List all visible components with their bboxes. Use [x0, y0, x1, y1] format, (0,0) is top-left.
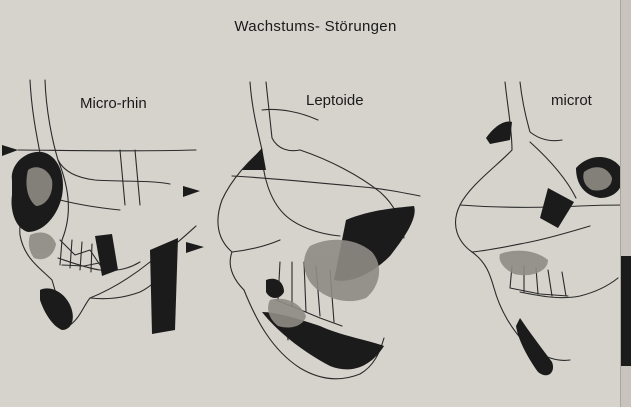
skull-outline-microt	[456, 82, 625, 360]
marker-leptoide-lip	[266, 279, 284, 298]
marker-micro-rhin-ramus	[150, 238, 178, 334]
marker-microt-nasal	[540, 188, 574, 228]
arrow-micro-rhin-3	[186, 242, 204, 253]
tone-micro-rhin-maxilla	[29, 232, 56, 259]
tone-microt-palate	[500, 251, 548, 276]
marker-micro-rhin-mandible	[40, 288, 73, 330]
page-edge-mark	[621, 256, 631, 366]
arrow-micro-rhin-2	[183, 186, 200, 197]
marker-leptoide-orbit	[242, 148, 266, 170]
marker-microt-orbit	[486, 122, 512, 144]
marker-microt-mandible	[516, 318, 553, 375]
tone-leptoide-tongue	[304, 240, 379, 301]
arrow-micro-rhin-1	[2, 145, 18, 156]
